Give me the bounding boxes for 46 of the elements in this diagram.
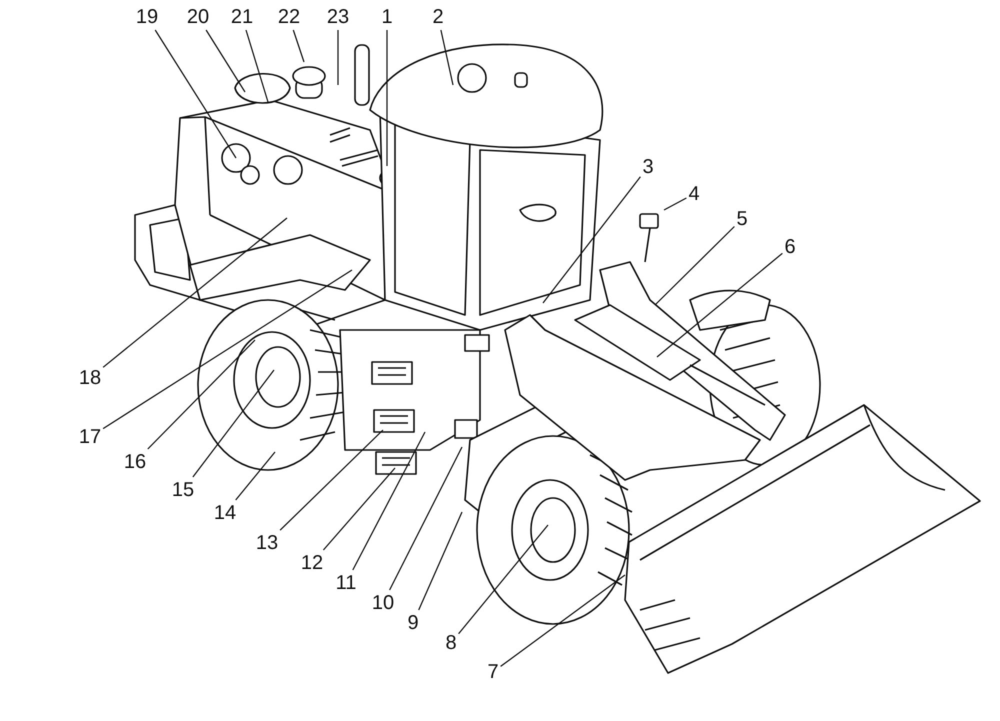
leader-line bbox=[154, 30, 236, 158]
callout-number: 7 bbox=[487, 661, 499, 683]
leader-line bbox=[192, 370, 274, 478]
callout-number: 16 bbox=[124, 451, 146, 473]
callout-number: 20 bbox=[186, 6, 210, 28]
callout-number: 1 bbox=[381, 6, 393, 28]
leader-line bbox=[654, 226, 735, 306]
leader-line bbox=[292, 30, 305, 62]
callout-number: 15 bbox=[172, 479, 194, 501]
callout-number: 18 bbox=[78, 367, 102, 389]
callout-number: 11 bbox=[336, 572, 356, 594]
leader-line bbox=[337, 30, 339, 85]
leader-line bbox=[352, 432, 426, 570]
leader-line bbox=[206, 30, 246, 92]
callout-number: 22 bbox=[278, 6, 300, 28]
callout-number: 4 bbox=[688, 183, 700, 205]
leader-line bbox=[147, 340, 256, 450]
leader-line bbox=[542, 176, 641, 304]
leader-line bbox=[458, 524, 548, 634]
callout-number: 3 bbox=[642, 156, 654, 178]
leader-line bbox=[500, 574, 626, 667]
callout-number: 2 bbox=[432, 6, 444, 28]
callout-number: 8 bbox=[445, 632, 457, 654]
callout-number: 19 bbox=[136, 6, 158, 28]
callout-number: 14 bbox=[214, 502, 236, 524]
leader-line bbox=[322, 468, 396, 550]
callout-number: 12 bbox=[300, 552, 324, 574]
callout-number: 13 bbox=[256, 532, 278, 554]
callout-number: 23 bbox=[326, 6, 350, 28]
leader-line bbox=[389, 446, 463, 590]
leader-line bbox=[656, 252, 783, 358]
leader-line bbox=[235, 452, 276, 500]
leader-line bbox=[102, 270, 352, 430]
leader-line bbox=[418, 512, 463, 610]
leader-line bbox=[102, 218, 288, 368]
callout-number: 9 bbox=[407, 612, 419, 634]
callout-number: 17 bbox=[78, 426, 102, 448]
leader-line bbox=[245, 30, 269, 102]
callout-number: 5 bbox=[736, 208, 748, 230]
leader-line bbox=[440, 30, 454, 86]
callout-number: 21 bbox=[230, 6, 254, 28]
leader-line bbox=[280, 430, 384, 531]
callout-number: 10 bbox=[372, 592, 394, 614]
leader-line bbox=[386, 30, 388, 166]
callout-number: 6 bbox=[784, 236, 796, 258]
leader-line bbox=[664, 197, 687, 211]
